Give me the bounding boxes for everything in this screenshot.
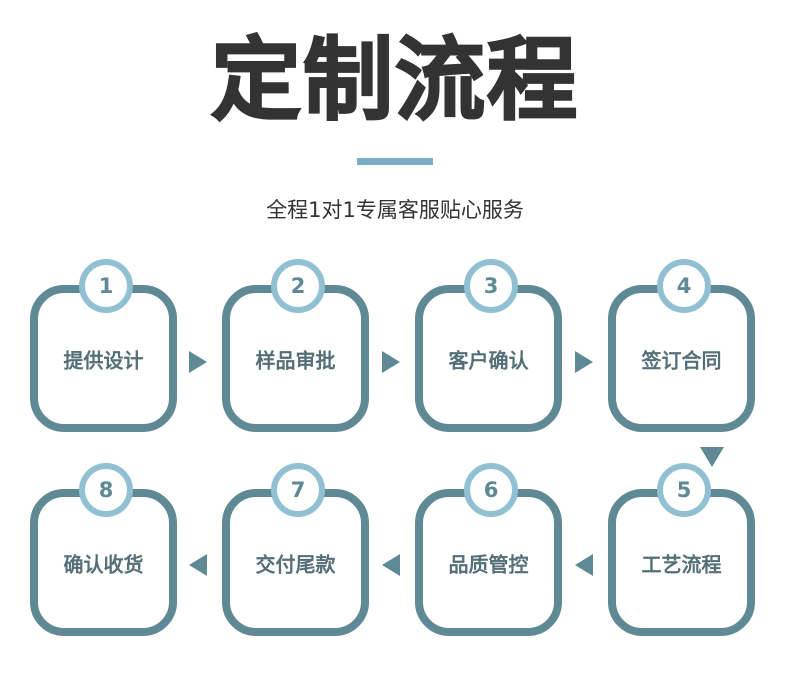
arrow-left-icon <box>575 554 593 576</box>
step-number-1: 1 <box>79 259 133 313</box>
arrow-right-icon <box>382 351 400 373</box>
page-title: 定制流程 <box>210 27 579 134</box>
step-label-3: 客户确认 <box>448 348 529 372</box>
step-number-8: 8 <box>79 463 133 517</box>
step-label-1: 提供设计 <box>63 348 144 372</box>
arrow-right-icon <box>575 351 593 373</box>
title-divider <box>357 158 433 165</box>
step-label-8: 确认收货 <box>63 552 144 576</box>
arrow-right-icon <box>189 351 207 373</box>
step-number-4: 4 <box>657 259 711 313</box>
step-number-5: 5 <box>657 463 711 517</box>
arrow-left-icon <box>189 554 207 576</box>
step-label-5: 工艺流程 <box>641 552 722 576</box>
step-label-2: 样品审批 <box>255 348 336 372</box>
arrow-left-icon <box>382 554 400 576</box>
step-number-7: 7 <box>271 463 325 517</box>
step-label-6: 品质管控 <box>448 552 529 576</box>
step-label-4: 签订合同 <box>641 348 722 372</box>
step-number-6: 6 <box>464 463 518 517</box>
page-subtitle: 全程1对1专属客服贴心服务 <box>266 198 524 222</box>
step-label-7: 交付尾款 <box>255 552 336 576</box>
arrow-down-icon <box>700 447 724 467</box>
step-number-2: 2 <box>271 259 325 313</box>
step-number-3: 3 <box>464 259 518 313</box>
